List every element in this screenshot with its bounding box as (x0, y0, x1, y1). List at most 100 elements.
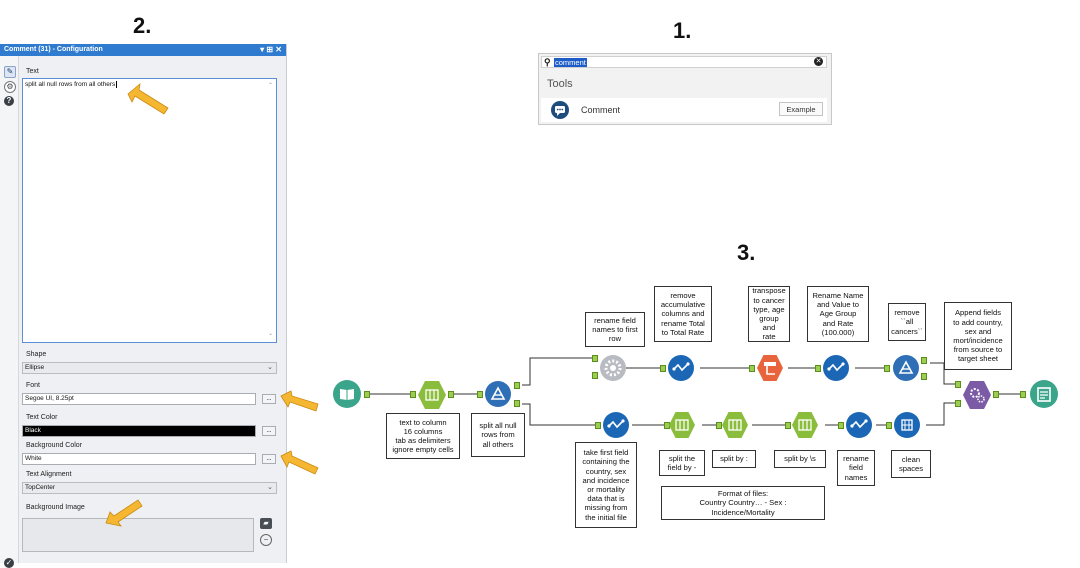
connection-line (522, 357, 592, 386)
comment-split-by-colon[interactable]: split by : (712, 450, 756, 468)
input-anchor[interactable] (595, 422, 601, 429)
scroll-up-icon[interactable]: ⌃ (267, 83, 273, 89)
input-anchor[interactable] (716, 422, 722, 429)
select-icon (827, 362, 845, 372)
background-image-label: Background Image (26, 504, 85, 511)
filter-tool[interactable] (485, 381, 511, 407)
remove-image-icon[interactable]: − (260, 534, 272, 546)
step-3-label: 3. (737, 240, 756, 265)
text-color-field[interactable]: Black (22, 425, 256, 437)
output-anchor[interactable] (364, 391, 370, 398)
font-label: Font (26, 382, 41, 389)
text-color-picker-button[interactable]: ... (262, 426, 276, 436)
folder-icon[interactable]: ▰ (260, 518, 272, 529)
help-icon[interactable]: ? (4, 96, 14, 106)
input-anchor[interactable] (749, 365, 755, 372)
arrow-icon (280, 390, 319, 412)
input-anchor[interactable] (785, 422, 791, 429)
output-anchor[interactable] (993, 391, 999, 398)
input-anchor[interactable] (477, 391, 483, 398)
arrow-icon (280, 450, 319, 475)
tool-search-popup: ⚲ comment ✕ Tools Comment Example (538, 53, 832, 125)
filter-tool[interactable] (893, 355, 919, 381)
cleanse-icon (901, 419, 913, 431)
panel-window-controls[interactable]: ▾ ⊞ ✕ (260, 45, 282, 54)
comment-text: split by : (720, 454, 748, 464)
shape-select[interactable]: Ellipse⌄ (22, 362, 277, 374)
gear-icon (604, 359, 622, 377)
formula-tool[interactable] (603, 412, 629, 438)
comment-text-area[interactable]: split all null rows from all others ⌃ ⌄ (22, 78, 277, 343)
true-anchor[interactable] (514, 382, 520, 389)
data-cleansing-tool[interactable] (894, 412, 920, 438)
input-anchor[interactable] (955, 400, 961, 407)
output-data-tool[interactable] (1030, 380, 1058, 408)
columns-icon (425, 389, 439, 401)
comment-split-by-s[interactable]: split by \s (774, 450, 826, 468)
text-alignment-select[interactable]: TopCenter⌄ (22, 482, 277, 494)
formula-icon (607, 419, 625, 429)
columns-icon (675, 419, 689, 431)
input-anchor[interactable] (592, 372, 598, 379)
scroll-down-icon[interactable]: ⌄ (267, 331, 273, 337)
false-anchor[interactable] (921, 373, 927, 380)
panel-title-bar: Comment (31) - Configuration ▾ ⊞ ✕ (0, 44, 286, 56)
configuration-panel: Comment (31) - Configuration ▾ ⊞ ✕ ✎ ⚙ ?… (0, 44, 287, 568)
input-anchor[interactable] (886, 422, 892, 429)
input-anchor[interactable] (884, 365, 890, 372)
select-tool[interactable] (846, 412, 872, 438)
connection-line (522, 403, 595, 426)
input-anchor[interactable] (838, 422, 844, 429)
example-button[interactable]: Example (779, 102, 823, 116)
comment-text: split by \s (784, 454, 816, 464)
true-anchor[interactable] (921, 357, 927, 364)
gear-icon[interactable]: ⚙ (4, 81, 16, 93)
comment-format-of-files[interactable]: Format of files:Country Country… - Sex :… (661, 486, 825, 520)
comment-tool-result[interactable]: Comment Example (541, 98, 827, 122)
input-anchor[interactable] (664, 422, 670, 429)
tools-section-heading: Tools (547, 78, 573, 90)
false-anchor[interactable] (514, 400, 520, 407)
dynamic-rename-tool[interactable] (600, 355, 626, 381)
output-anchor[interactable] (448, 391, 454, 398)
text-color-label: Text Color (26, 414, 58, 421)
input-anchor[interactable] (815, 365, 821, 372)
font-field[interactable]: Segoe UI, 8.25pt (22, 393, 256, 405)
background-color-picker-button[interactable]: ... (262, 454, 276, 464)
chevron-down-icon: ⌄ (267, 484, 273, 491)
background-image-box[interactable] (22, 518, 254, 552)
clear-icon[interactable]: ✕ (814, 57, 823, 66)
wrench-icon[interactable]: ✎ (4, 66, 16, 78)
input-anchor[interactable] (1020, 391, 1026, 398)
input-anchor[interactable] (592, 355, 598, 362)
input-anchor[interactable] (955, 381, 961, 388)
background-color-field[interactable]: White (22, 453, 256, 465)
append-fields-tool[interactable] (963, 381, 991, 409)
input-data-tool[interactable] (333, 380, 361, 408)
columns-icon (728, 419, 742, 431)
input-anchor[interactable] (410, 391, 416, 398)
font-picker-button[interactable]: ... (262, 394, 276, 404)
book-icon (340, 389, 354, 400)
select-tool[interactable] (668, 355, 694, 381)
shape-label: Shape (26, 351, 47, 358)
select-tool[interactable] (823, 355, 849, 381)
search-input[interactable]: ⚲ comment ✕ (541, 56, 827, 68)
input-anchor[interactable] (660, 365, 666, 372)
